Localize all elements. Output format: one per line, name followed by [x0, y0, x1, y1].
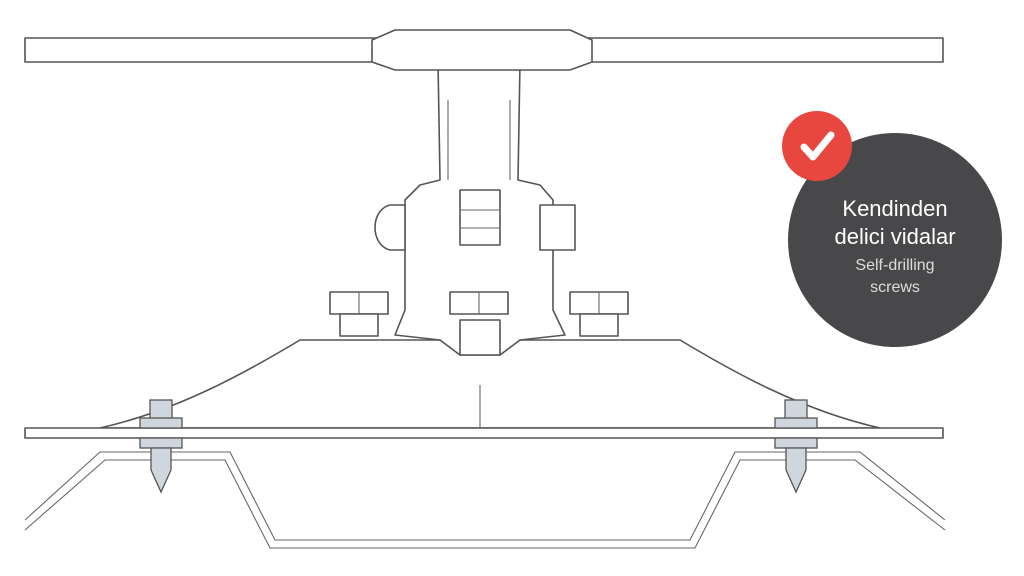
- self-drilling-screw-left: [139, 399, 183, 494]
- badge-title-line2: delici vidalar: [834, 224, 956, 249]
- self-drilling-screw-right: [774, 399, 818, 494]
- badge-subtitle-line2: screws: [870, 279, 920, 296]
- horizontal-rail: [24, 427, 944, 439]
- badge-subtitle-line1: Self-drilling: [855, 257, 935, 274]
- t-connector: [371, 29, 593, 71]
- nut-center: [449, 291, 509, 315]
- check-icon: [782, 111, 852, 181]
- nut-right-base: [569, 291, 629, 337]
- trapezoidal-roof-sheet: [24, 451, 946, 549]
- badge-title-line1: Kendinden: [842, 196, 948, 221]
- nut-right: [539, 204, 576, 251]
- nut-left: [329, 291, 389, 337]
- bolt-head-left: [374, 204, 406, 251]
- base-plate: [99, 339, 881, 429]
